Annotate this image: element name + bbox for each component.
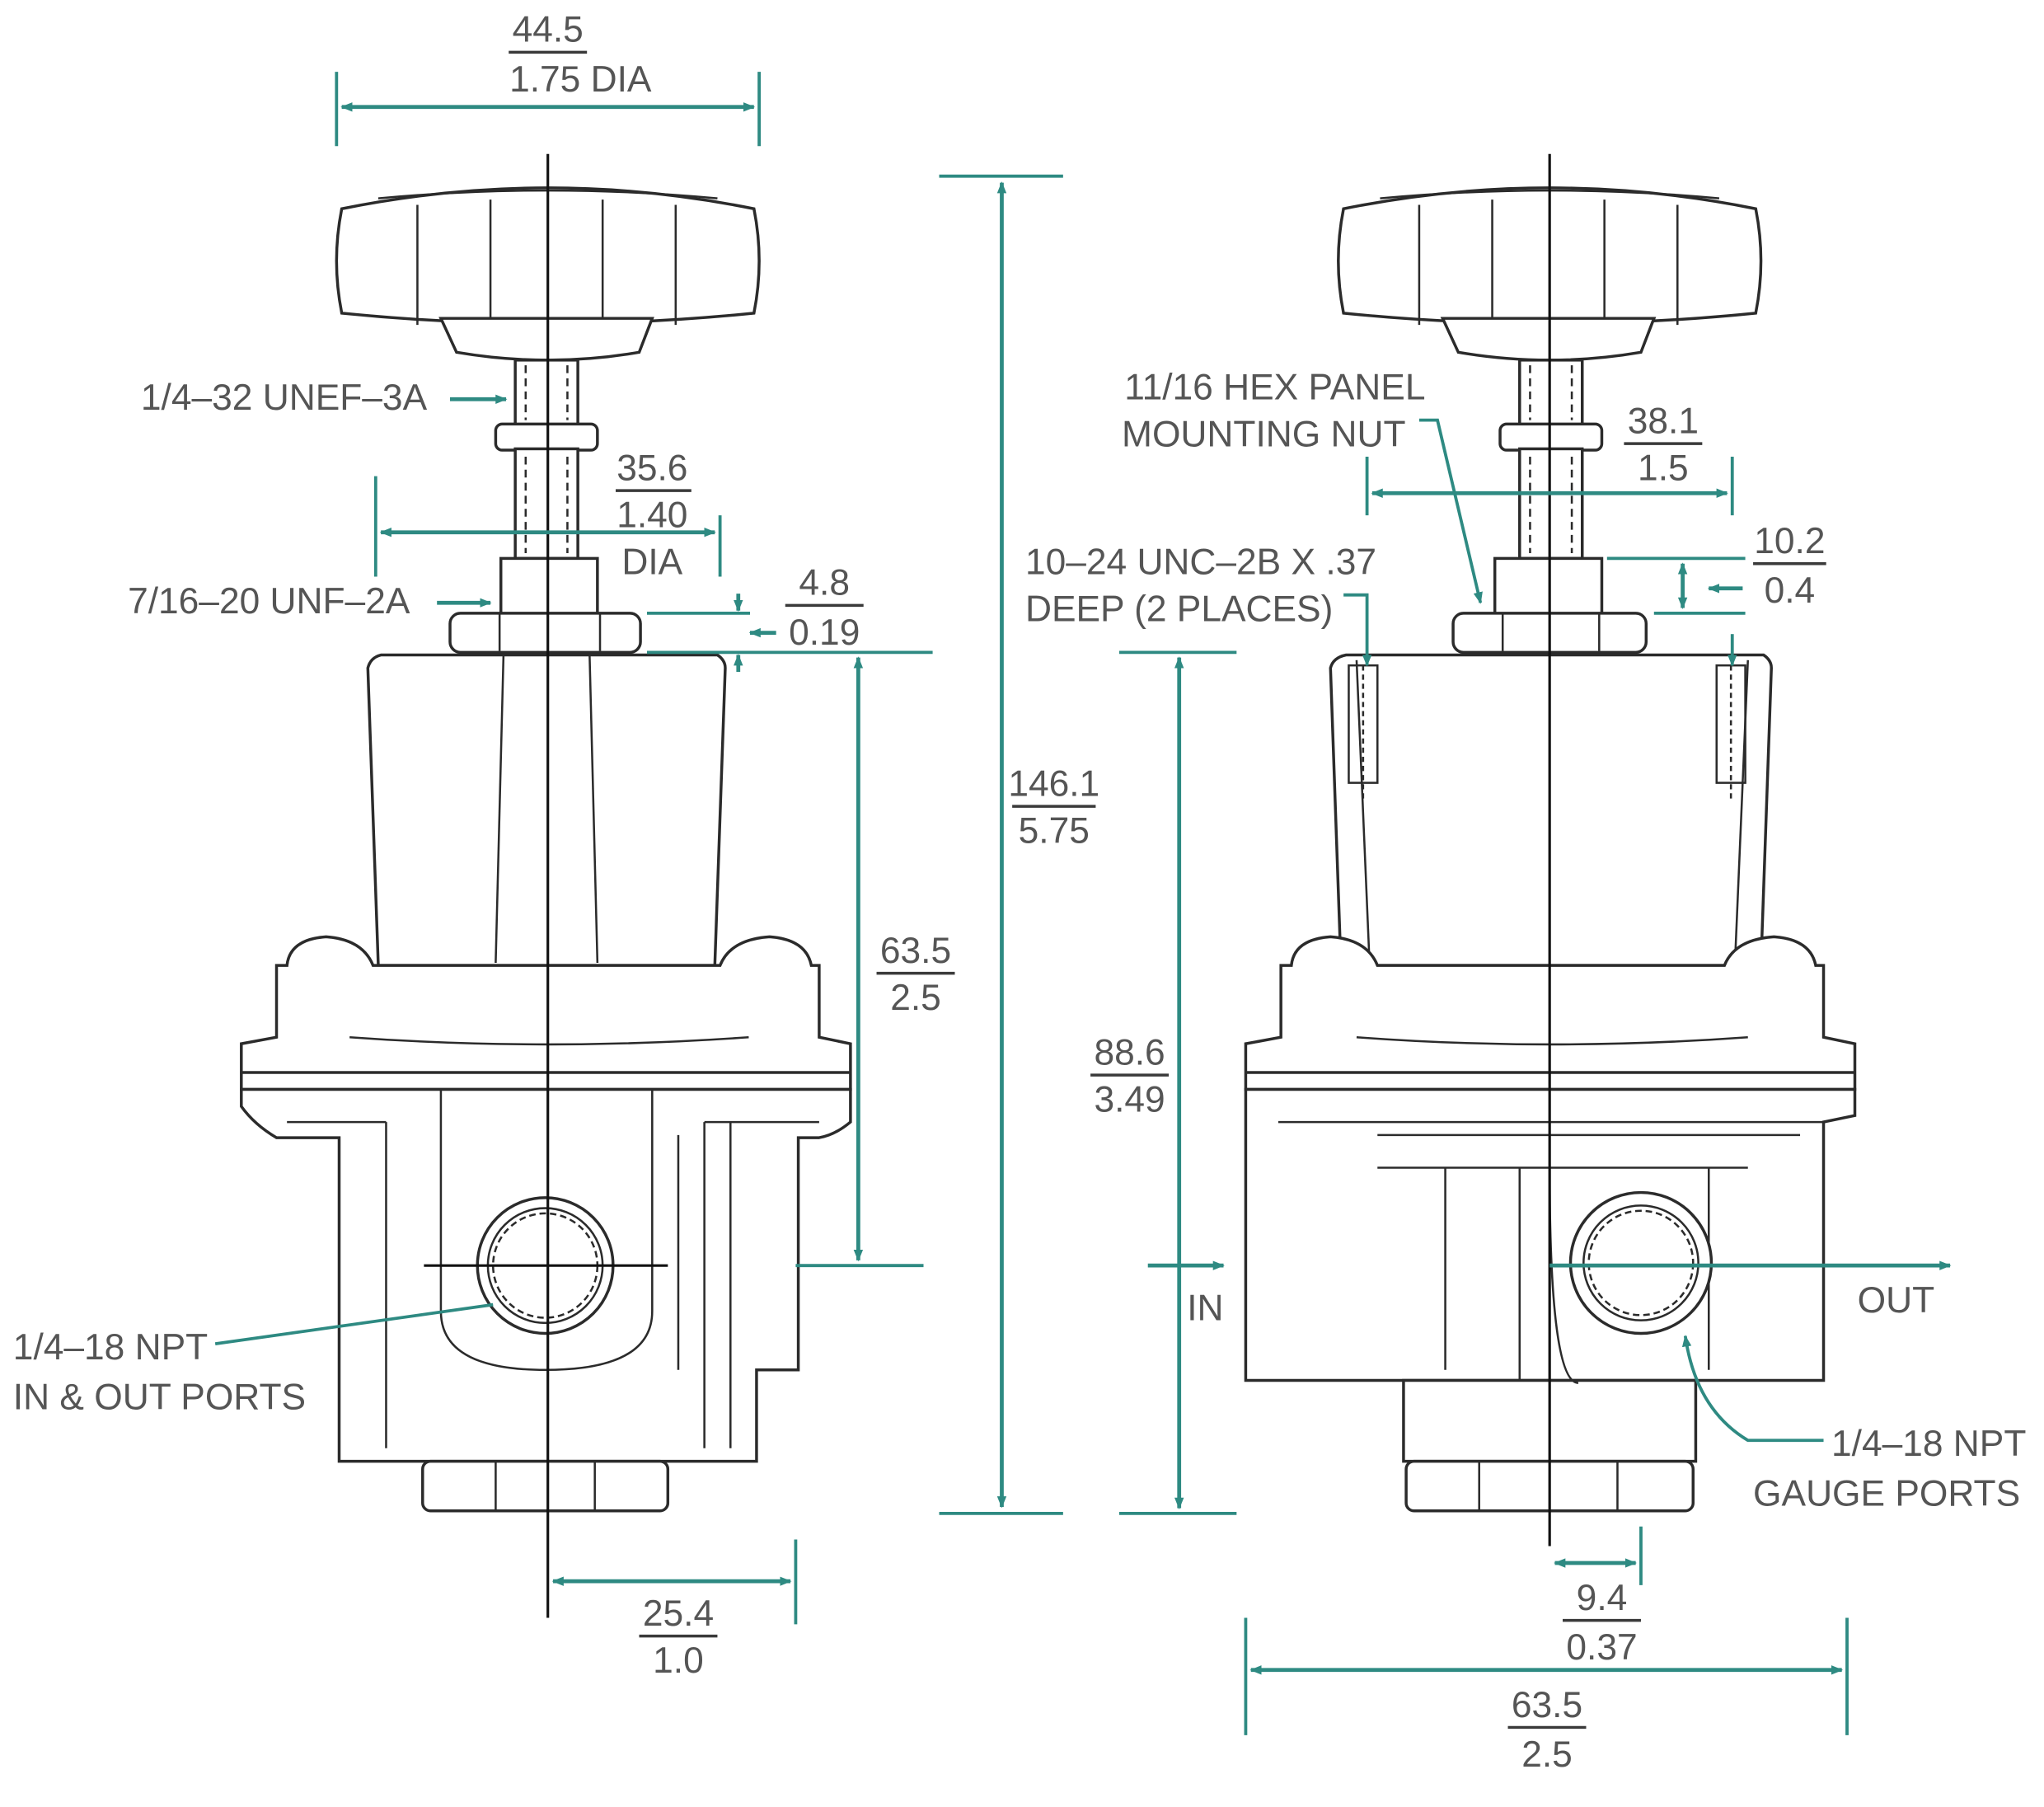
dim-body-height-in: 3.49 — [1094, 1079, 1165, 1119]
label-in-out-ports-line2: IN & OUT PORTS — [13, 1377, 306, 1417]
left-stem — [448, 359, 642, 655]
callout-labels: 1/4–32 UNEF–3A 7/16–20 UNF–2A 1/4–18 NPT… — [13, 367, 2027, 1514]
label-gauge-ports-line1: 1/4–18 NPT — [1831, 1424, 2026, 1464]
dim-overall-width-mm: 63.5 — [1512, 1685, 1582, 1725]
right-view-regulator — [1244, 153, 1857, 1547]
dim-panel-nut-height-in: 0.4 — [1765, 570, 1816, 611]
dim-stem-nut-dia-suffix: DIA — [621, 542, 682, 582]
dim-stem-nut-dia-mm: 35.6 — [616, 448, 687, 488]
left-view-regulator — [240, 153, 852, 1618]
dim-body-to-port-mm: 63.5 — [880, 931, 951, 971]
dim-overall-height-mm: 146.1 — [1008, 763, 1099, 804]
label-tapped-holes-line1: 10–24 UNC–2B X .37 — [1025, 542, 1376, 582]
dim-body-to-port-in: 2.5 — [890, 978, 941, 1018]
dim-port-offset-in: 1.0 — [653, 1640, 704, 1681]
dim-port-offset-mm: 25.4 — [643, 1593, 714, 1634]
dim-knob-dia-mm: 44.5 — [513, 10, 584, 50]
label-tapped-holes-line2: DEEP (2 PLACES) — [1025, 589, 1333, 629]
dim-stem-nut-dia-in: 1.40 — [616, 495, 687, 535]
label-outlet: OUT — [1858, 1280, 1935, 1321]
dim-knob-dia-in: 1.75 DIA — [509, 59, 652, 100]
dimension-lines — [214, 72, 1952, 1735]
dim-panel-mount-spacing-mm: 38.1 — [1628, 401, 1699, 441]
dim-panel-nut-height-mm: 10.2 — [1754, 521, 1825, 561]
label-inlet: IN — [1187, 1288, 1223, 1329]
label-hex-nut-line2: MOUNTING NUT — [1122, 414, 1405, 454]
dim-gauge-offset-in: 0.37 — [1566, 1627, 1637, 1668]
dim-body-height-mm: 88.6 — [1094, 1032, 1165, 1072]
label-in-out-ports-line1: 1/4–18 NPT — [13, 1327, 208, 1368]
dim-overall-width-in: 2.5 — [1521, 1734, 1573, 1775]
dim-nut-height-in: 0.19 — [789, 613, 860, 653]
dimension-labels: 44.5 1.75 DIA 35.6 1.40 DIA 4.8 0.19 146… — [509, 10, 1826, 1775]
dim-nut-height-mm: 4.8 — [799, 563, 850, 603]
label-gauge-ports-line2: GAUGE PORTS — [1753, 1473, 2020, 1514]
label-hex-nut-line1: 11/16 HEX PANEL — [1124, 367, 1425, 407]
dim-overall-height-in: 5.75 — [1019, 810, 1090, 851]
dim-panel-mount-spacing-in: 1.5 — [1638, 448, 1689, 488]
label-thread-bonnet: 7/16–20 UNF–2A — [128, 581, 410, 622]
left-body — [240, 935, 852, 1513]
label-thread-stem: 1/4–32 UNEF–3A — [141, 378, 428, 418]
dim-gauge-offset-mm: 9.4 — [1577, 1578, 1628, 1618]
